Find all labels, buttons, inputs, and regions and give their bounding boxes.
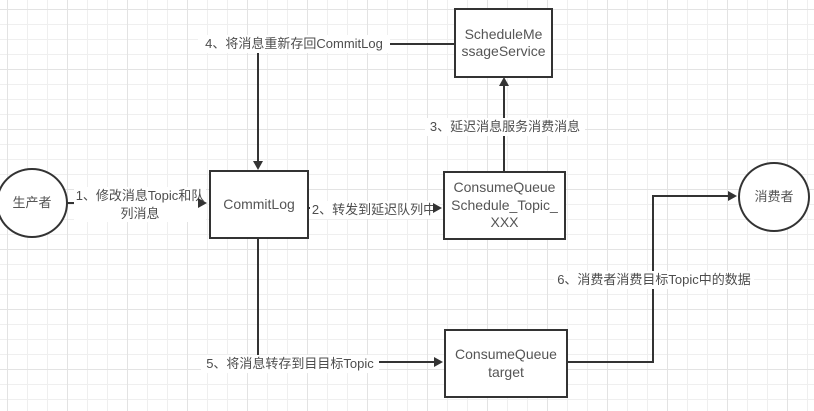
step6-label[interactable]: 6、消费者消费目标Topic中的数据 (554, 271, 754, 289)
node-consume-queue-target-line1: ConsumeQueue (455, 346, 557, 362)
node-schedule-message-service-line1: ScheduleMe (464, 25, 543, 42)
connector-commitlog-target-vertical (257, 239, 259, 362)
connector-target-consumer-top (652, 195, 730, 197)
step5-label[interactable]: 5、将消息转存到目目标Topic (201, 355, 379, 373)
arrowhead-into-schedulequeue-icon (433, 203, 442, 213)
arrowhead-into-target-icon (434, 357, 443, 367)
node-consumer[interactable]: 消费者 (738, 162, 810, 232)
node-commitlog-label: CommitLog (223, 195, 295, 212)
node-commitlog[interactable]: CommitLog (209, 170, 309, 239)
step4-label[interactable]: 4、将消息重新存回CommitLog (198, 35, 390, 53)
node-consume-queue-schedule-line1: ConsumeQueue (453, 179, 556, 196)
arrowhead-into-consumer-icon (728, 191, 737, 201)
connector-service-commitlog-vertical (257, 43, 259, 162)
node-consume-queue-schedule-line2: Schedule_Topic_ (451, 196, 558, 213)
step2-label[interactable]: 2、转发到延迟队列中 (310, 201, 438, 219)
node-consume-queue-schedule-line3: XXX (490, 214, 519, 231)
node-producer-label: 生产者 (12, 194, 52, 210)
node-producer[interactable]: 生产者 (0, 168, 68, 238)
step3-label[interactable]: 3、延迟消息服务消费消息 (425, 118, 585, 136)
node-schedule-message-service-line2: ssageService (461, 43, 546, 59)
arrowhead-down-into-commitlog-icon (253, 161, 263, 170)
node-consume-queue-target[interactable]: ConsumeQueue target (444, 329, 568, 398)
node-consume-queue-target-line2: target (488, 363, 524, 380)
node-consumer-label: 消费者 (754, 188, 794, 204)
node-schedule-message-service[interactable]: ScheduleMe ssageService (454, 8, 553, 78)
step1-label[interactable]: 1、修改消息Topic和队列消息 (74, 187, 206, 223)
node-consume-queue-schedule[interactable]: ConsumeQueue Schedule_Topic_ XXX (443, 171, 566, 240)
connector-target-consumer-bottom (568, 361, 654, 363)
arrowhead-into-commitlog-icon (198, 198, 207, 208)
arrowhead-into-service-icon (499, 77, 509, 86)
